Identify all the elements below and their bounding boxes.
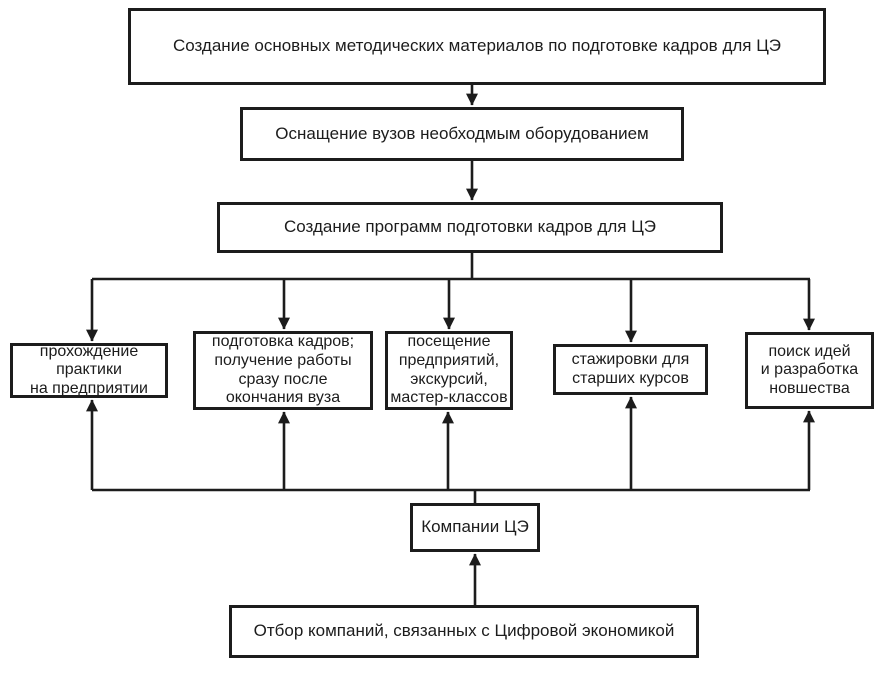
node-programs: Создание программ подготовки кадров для … xyxy=(217,202,723,253)
node-companies-label: Компании ЦЭ xyxy=(421,517,529,537)
node-jobs: подготовка кадров; получение работы сраз… xyxy=(193,331,373,410)
node-selection-label: Отбор компаний, связанных с Цифровой эко… xyxy=(253,621,675,641)
node-internships-label: стажировки для старших курсов xyxy=(571,350,690,387)
node-visits: посещение предприятий, экскурсий, мастер… xyxy=(385,331,513,410)
node-ideas: поиск идей и разработка новшества xyxy=(745,332,874,409)
node-methods-label: Создание основных методических материало… xyxy=(172,36,782,56)
node-equipment: Оснащение вузов необходмым оборудованием xyxy=(240,107,684,161)
node-ideas-label: поиск идей и разработка новшества xyxy=(760,342,859,397)
node-selection: Отбор компаний, связанных с Цифровой эко… xyxy=(229,605,699,658)
node-jobs-label: подготовка кадров; получение работы сраз… xyxy=(211,333,355,407)
node-practice-label: прохождение практики на предприятии xyxy=(30,342,148,397)
node-methods: Создание основных методических материало… xyxy=(128,8,826,85)
node-practice: прохождение практики на предприятии xyxy=(10,343,168,398)
node-companies: Компании ЦЭ xyxy=(410,503,540,552)
node-internships: стажировки для старших курсов xyxy=(553,344,708,395)
node-equipment-label: Оснащение вузов необходмым оборудованием xyxy=(275,123,649,143)
node-programs-label: Создание программ подготовки кадров для … xyxy=(284,217,656,237)
node-visits-label: посещение предприятий, экскурсий, мастер… xyxy=(390,333,508,407)
